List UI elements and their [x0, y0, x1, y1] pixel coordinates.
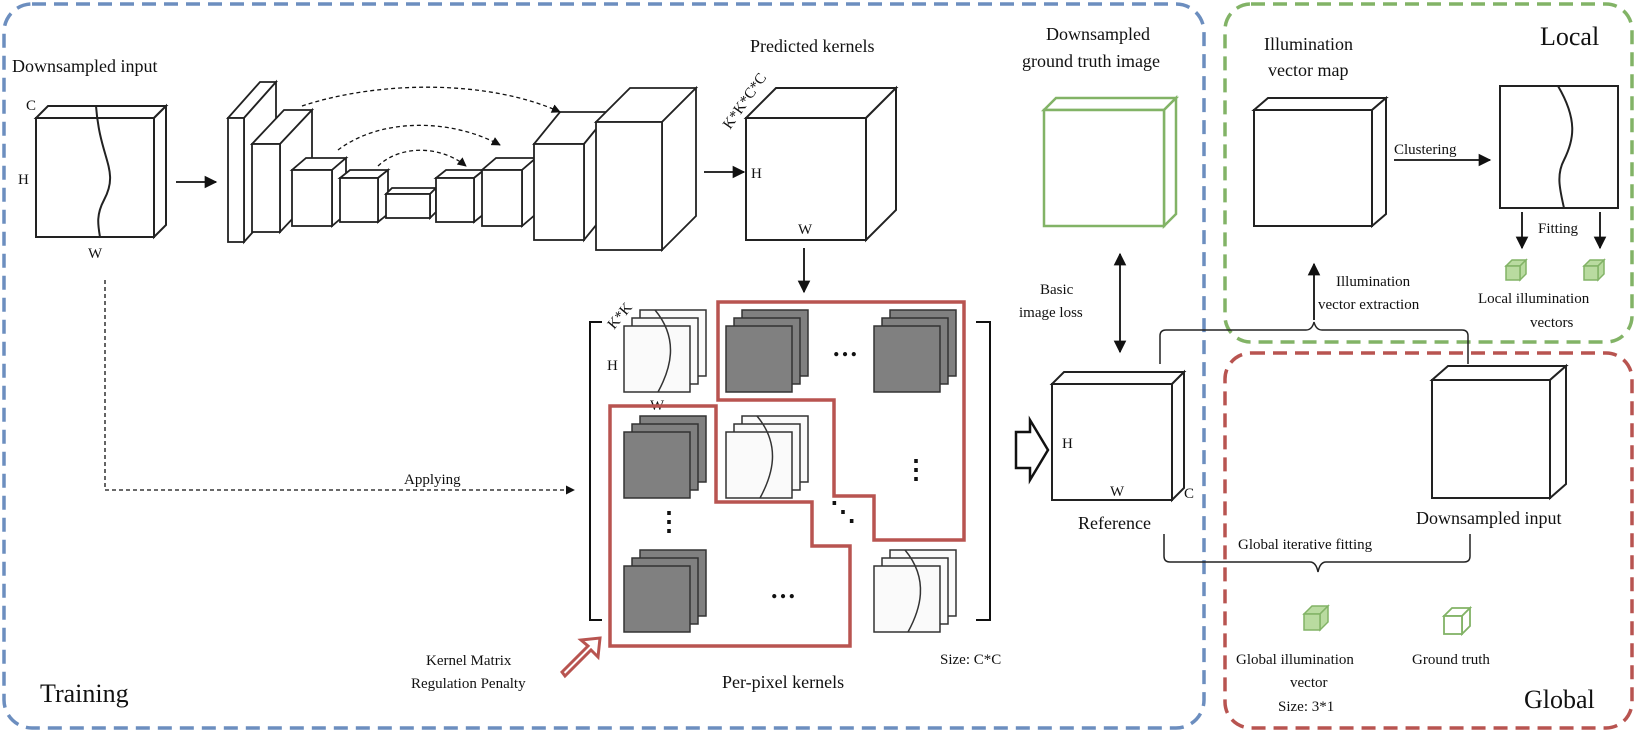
fitting-label: Fitting — [1538, 221, 1579, 237]
predicted-w-label: W — [798, 222, 813, 238]
local-vector-icon — [1582, 258, 1606, 282]
global-input-label: Downsampled input — [1416, 508, 1562, 528]
local-region — [1223, 2, 1634, 344]
global-label: Global — [1524, 685, 1595, 714]
loss-line1: Basic — [1040, 282, 1074, 298]
clustering-label: Clustering — [1394, 142, 1457, 158]
input-title: Downsampled input — [12, 56, 158, 76]
global-vector-line1: Global illumination — [1236, 652, 1354, 668]
reference-h-label: H — [1062, 436, 1073, 452]
input-w-label: W — [88, 246, 103, 262]
input-h-label: H — [18, 172, 29, 188]
loss-line2: image loss — [1019, 305, 1083, 321]
local-vector-icon — [1504, 258, 1528, 282]
kernel-stack-gray — [623, 549, 707, 633]
predicted-h-label: H — [751, 166, 762, 182]
perpixel-h-label: H — [607, 358, 618, 374]
applying-label: Applying — [404, 472, 461, 488]
map-line2: vector map — [1268, 60, 1348, 80]
local-vectors-line2: vectors — [1530, 315, 1573, 331]
predicted-kernels-cube — [743, 85, 899, 243]
unet — [225, 79, 699, 253]
matrix-to-reference-arrow — [1014, 415, 1050, 485]
penalty-arrow — [560, 636, 602, 679]
penalty-outline — [608, 300, 966, 648]
input-c-label: C — [26, 98, 36, 114]
reference-w-label: W — [1110, 484, 1125, 500]
kernel-stack-white — [873, 549, 957, 633]
perpixel-title: Per-pixel kernels — [722, 672, 844, 692]
kernel-stack-white — [725, 415, 809, 499]
applying-arrow — [104, 280, 575, 495]
illumination-map-cube — [1251, 95, 1389, 229]
reference-c-label: C — [1184, 486, 1194, 502]
gt-line2: ground truth image — [1022, 51, 1160, 71]
global-vector-line2: vector — [1290, 675, 1327, 691]
global-input-cube — [1429, 363, 1569, 501]
local-vectors-line1: Local illumination — [1478, 291, 1590, 307]
local-label: Local — [1540, 22, 1599, 51]
matrix-vdots: ⋮ — [656, 507, 684, 536]
map-line1: Illumination — [1264, 34, 1353, 54]
global-vector-line3: Size: 3*1 — [1278, 699, 1334, 715]
extraction-line2: vector extraction — [1318, 297, 1420, 313]
reference-title: Reference — [1078, 513, 1151, 533]
penalty-line2: Regulation Penalty — [411, 676, 526, 692]
predicted-title: Predicted kernels — [750, 36, 874, 56]
reference-cube — [1049, 369, 1187, 503]
penalty-line1: Kernel Matrix — [426, 653, 512, 669]
matrix-ddots: ⋱ — [830, 497, 858, 526]
clustered-map — [1499, 85, 1619, 209]
kernel-stack-gray — [623, 415, 707, 499]
ground-truth-icon — [1441, 605, 1473, 637]
kernel-stack-gray — [873, 309, 957, 393]
gt-cube — [1040, 94, 1180, 230]
gt-line1: Downsampled — [1046, 24, 1150, 44]
iterative-brace — [1163, 534, 1471, 573]
input-cube — [33, 103, 169, 240]
matrix-brackets — [589, 321, 991, 621]
global-vector-icon — [1302, 604, 1330, 632]
kernel-stack-gray — [725, 309, 809, 393]
matrix-vdots: ⋮ — [903, 455, 931, 484]
matrix-hdots: … — [770, 575, 798, 604]
extraction-brace — [1159, 321, 1469, 364]
matrix-hdots: … — [832, 333, 860, 362]
iterative-label: Global iterative fitting — [1238, 537, 1373, 553]
extraction-line1: Illumination — [1336, 274, 1411, 290]
ground-truth-label: Ground truth — [1412, 652, 1490, 668]
skip-connections — [301, 86, 561, 167]
training-region — [2, 2, 1206, 730]
global-region — [1223, 351, 1634, 730]
training-label: Training — [40, 679, 129, 708]
kernel-stack-white — [623, 309, 707, 393]
perpixel-size: Size: C*C — [940, 652, 1001, 668]
